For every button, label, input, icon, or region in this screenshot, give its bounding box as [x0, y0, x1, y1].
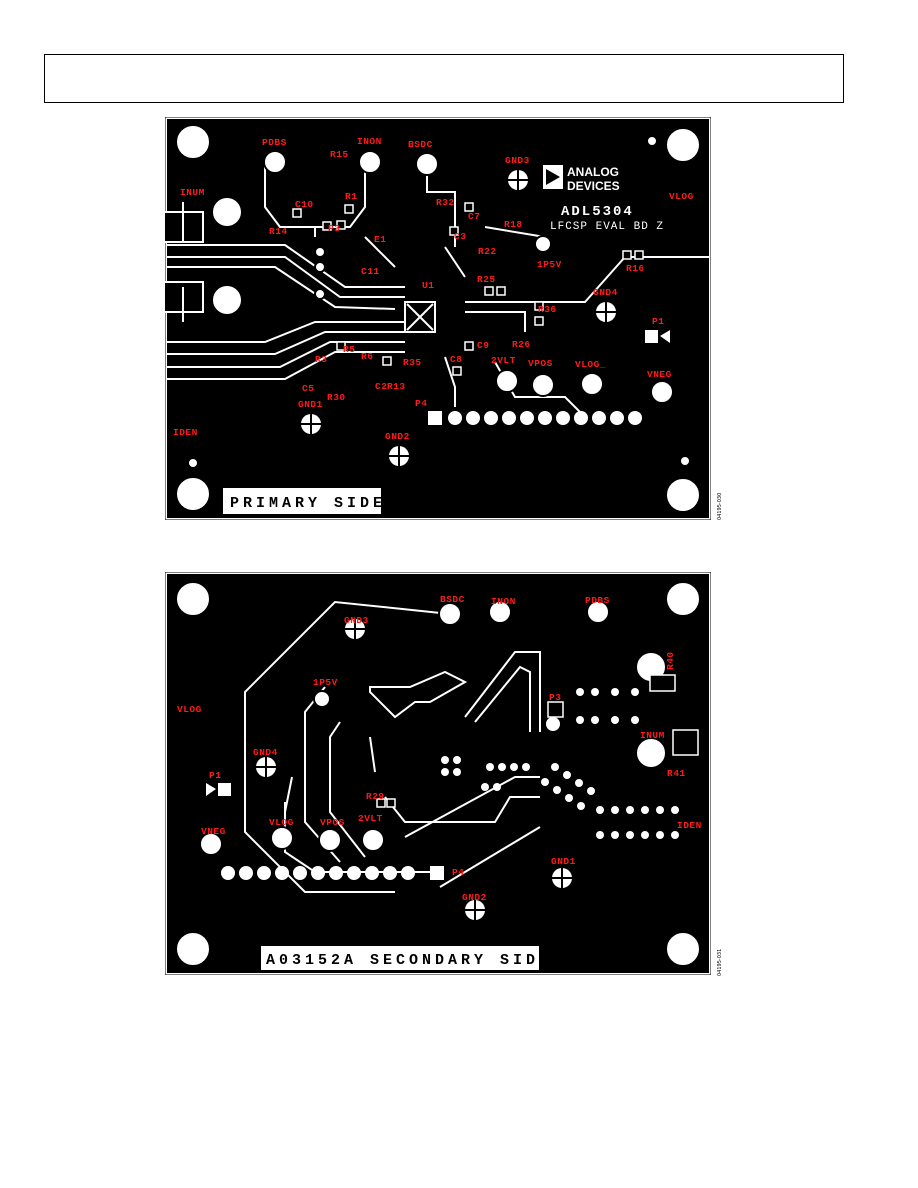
label-inon: INON: [491, 596, 516, 607]
label-p4: P4: [452, 867, 464, 878]
label-r3: R3: [315, 354, 327, 365]
primary-side-figure: ANALOG DEVICES ADL5304 LFCSP EVAL BD Z P…: [165, 117, 711, 520]
label-r40: R40: [665, 651, 676, 670]
mounting-hole-icon: [175, 124, 701, 513]
label-inon: INON: [357, 136, 382, 147]
label-r41: R41: [667, 768, 686, 779]
label-gnd1: GND1: [551, 856, 576, 867]
label-1p5v: 1P5V: [313, 677, 338, 688]
test-point-pad-icon: [187, 135, 691, 469]
label-c5: C5: [302, 383, 314, 394]
label-inum: INUM: [180, 187, 205, 198]
label-gnd1: GND1: [298, 399, 323, 410]
label-r32: R32: [436, 197, 455, 208]
board-name: ADL5304: [561, 204, 634, 220]
label-c8: C8: [450, 354, 462, 365]
test-point-pad-icon: [199, 600, 610, 856]
label-2vlt: 2VLT: [358, 813, 383, 824]
connector-p1-icon: [206, 783, 231, 796]
primary-side-board: ANALOG DEVICES ADL5304 LFCSP EVAL BD Z P…: [165, 117, 711, 520]
label-p1: P1: [652, 316, 664, 327]
label-r36: R36: [538, 304, 557, 315]
ic-u1-icon: [404, 301, 436, 333]
side-title-bar: [261, 946, 539, 970]
label-gnd4: GND4: [253, 747, 278, 758]
label-u1: U1: [422, 280, 434, 291]
label-c10: C10: [295, 199, 314, 210]
primary-figure-id: 04195-030: [717, 492, 723, 520]
side-title-bar: [223, 488, 381, 514]
smd-pad-icon: [292, 202, 644, 376]
label-c11: C11: [361, 266, 380, 277]
label-p4: P4: [415, 398, 427, 409]
label-c7: C7: [468, 211, 480, 222]
label-vneg: VNEG: [201, 826, 226, 837]
label-r13: R13: [387, 381, 406, 392]
svg-text:DEVICES: DEVICES: [567, 179, 620, 193]
secondary-side-title: A03152A SECONDARY SIDE: [266, 952, 552, 969]
label-gnd3: GND3: [344, 615, 369, 626]
label-gnd4: GND4: [593, 287, 618, 298]
page-header-box: [44, 54, 844, 103]
via-icon: [441, 688, 679, 839]
label-gnd3: GND3: [505, 155, 530, 166]
label-r25: R25: [477, 274, 496, 285]
svg-text:ANALOG: ANALOG: [567, 165, 619, 179]
label-p1: P1: [209, 770, 221, 781]
label-vpos: VPOS: [528, 358, 553, 369]
label-vneg: VNEG: [647, 369, 672, 380]
label-c9: C9: [477, 340, 489, 351]
secondary-side-figure: BSDC INON PDBS GND3 R40 1P5V VLOG P3 INU…: [165, 572, 711, 975]
label-c3: C3: [454, 231, 466, 242]
header-p4-icon: [428, 411, 642, 425]
label-pdbs: PDBS: [585, 595, 610, 606]
label-r5: R5: [343, 344, 355, 355]
label-e1: E1: [374, 234, 386, 245]
label-c2: C2: [375, 381, 387, 392]
label-vlog: VLOG: [177, 704, 202, 715]
label-inum: INUM: [640, 730, 665, 741]
label-vlog: VLOG: [669, 191, 694, 202]
secondary-figure-id: 04195-031: [717, 948, 723, 976]
label-r30: R30: [327, 392, 346, 403]
label-r22: R22: [478, 246, 497, 257]
label-r15: R15: [330, 149, 349, 160]
mounting-hole-icon: [175, 581, 701, 967]
label-vlog-underscore: VLOG_: [575, 359, 606, 370]
label-p3: P3: [549, 692, 561, 703]
primary-side-title: PRIMARY SIDE: [230, 495, 386, 512]
label-gnd2: GND2: [385, 431, 410, 442]
label-r18: R18: [504, 219, 523, 230]
analog-devices-logo: ANALOG DEVICES: [543, 165, 620, 193]
label-bsdc: BSDC: [440, 594, 465, 605]
label-pdbs: PDBS: [262, 137, 287, 148]
label-vpos: VPOS: [320, 817, 345, 828]
label-r1: R1: [345, 191, 357, 202]
label-r6: R6: [361, 351, 373, 362]
label-vlog-2: VLOG: [269, 817, 294, 828]
header-p4-icon: [221, 866, 444, 880]
label-bsdc: BSDC: [408, 139, 433, 150]
board-subtitle: LFCSP EVAL BD Z: [550, 221, 664, 233]
smd-pad-icon: [376, 674, 699, 808]
label-r26: R26: [512, 339, 531, 350]
sma-connector-icon: [165, 202, 204, 322]
label-iden: IDEN: [173, 427, 198, 438]
secondary-side-board: BSDC INON PDBS GND3 R40 1P5V VLOG P3 INU…: [165, 572, 711, 975]
label-2vlt: 2VLT: [491, 355, 516, 366]
label-r14: R14: [269, 226, 288, 237]
label-1p5v: 1P5V: [537, 259, 562, 270]
label-gnd2: GND2: [462, 892, 487, 903]
label-p3: P3: [328, 223, 340, 234]
label-iden: IDEN: [677, 820, 702, 831]
connector-p1-icon: [645, 330, 670, 343]
label-r35: R35: [403, 357, 422, 368]
label-r16: R16: [626, 263, 645, 274]
label-r29: R29: [366, 791, 385, 802]
